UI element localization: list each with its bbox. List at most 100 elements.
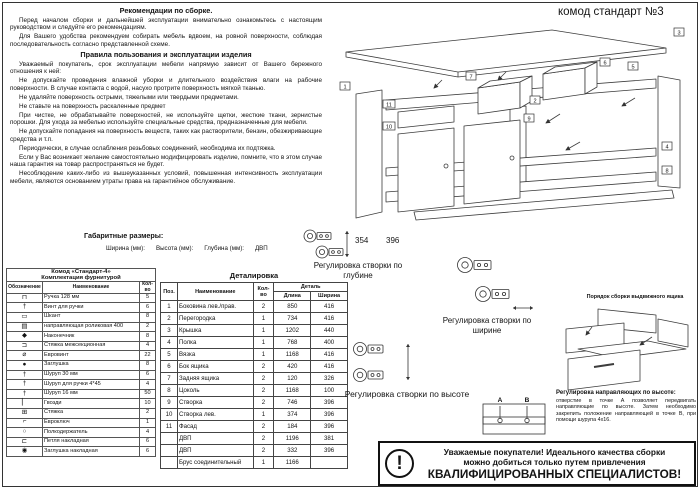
depth-adjust-title: Регулировка створки по глубине xyxy=(313,261,403,281)
part-name: Брус соединительный xyxy=(176,456,254,469)
instructions-block: Рекомендации по сборке. Перед началом сб… xyxy=(10,5,322,187)
hardware-item-icon: † xyxy=(6,388,43,400)
part-qty: 2 xyxy=(252,384,275,397)
part-qty: 1 xyxy=(252,324,275,337)
parts-row: ДВП 2 332 396 xyxy=(160,444,348,457)
hinge-depth-diagram xyxy=(303,229,349,259)
hardware-row: † Шуруп 30 мм 6 xyxy=(6,369,156,381)
hardware-item-icon: ▭ xyxy=(6,312,43,323)
rule-paragraph: Не ставьте на поверхность раскаленные пр… xyxy=(19,102,166,110)
parts-row: 2 Перегородка 1 734 416 xyxy=(160,312,348,325)
part-name: Полка xyxy=(176,336,254,349)
part-width: 396 xyxy=(310,420,348,433)
recommendations-paragraphs: Перед началом сборки и дальнейшей эксплу… xyxy=(10,17,322,48)
parts-row: 5 Вязка 1 1168 416 xyxy=(160,348,348,361)
hardware-item-icon: ◉ xyxy=(6,446,43,457)
part-name: Крышка xyxy=(176,324,254,337)
warning-line-2: можно добиться только путем привлечения xyxy=(463,456,646,467)
recommendation-paragraph: Перед началом сборки и дальнейшей эксплу… xyxy=(10,17,322,32)
part-length: 746 xyxy=(273,396,312,409)
part-length: 1196 xyxy=(273,432,312,445)
part-pos: 8 xyxy=(160,384,178,397)
hardware-row: ● Заглушка 8 xyxy=(6,360,156,371)
hardware-title-1: Комод «Стандарт-4» xyxy=(51,269,111,275)
part-length: 1168 xyxy=(273,348,312,361)
hardware-item-icon: ▤ xyxy=(6,321,43,333)
hardware-item-qty: 2 xyxy=(139,408,156,419)
hardware-row: † Винт для ручки 6 xyxy=(6,302,156,314)
part-width: 326 xyxy=(310,372,348,385)
callout-label: 9 xyxy=(527,116,530,122)
dimension-label: ДВП xyxy=(254,245,268,252)
parts-row: 11 Фасад 2 184 396 xyxy=(160,420,348,433)
part-pos: 3 xyxy=(160,324,178,337)
rails-adjust-title: Регулировка направляющих по высоте: xyxy=(556,390,676,396)
part-length: 332 xyxy=(273,444,312,457)
part-qty: 2 xyxy=(252,420,275,433)
hardware-item-name: Евровинт xyxy=(42,350,140,362)
part-name: ДВП xyxy=(176,444,254,457)
part-qty: 2 xyxy=(252,444,275,457)
hardware-item-qty: 4 xyxy=(139,340,156,352)
part-width: 416 xyxy=(310,360,348,373)
callout-label: 8 xyxy=(665,168,668,174)
part-length: 1202 xyxy=(273,324,312,337)
part-name: Боковина лев./прав. xyxy=(176,300,254,313)
rule-paragraph: Несоблюдение каких-либо из вышеуказанных… xyxy=(10,170,322,185)
parts-row: 3 Крышка 1 1202 440 xyxy=(160,324,348,337)
rule-paragraph: Не допускайте попадания на поверхность в… xyxy=(10,128,322,143)
hardware-item-qty: 6 xyxy=(139,446,156,457)
part-length: 184 xyxy=(273,420,312,433)
hardware-item-qty: 6 xyxy=(139,302,156,314)
fascia-shape xyxy=(397,105,455,129)
parts-row: 6 Бок ящика 2 420 416 xyxy=(160,360,348,373)
hardware-item-icon: † xyxy=(6,369,43,381)
part-length: 1168 xyxy=(273,384,312,397)
dimension-labels: Ширина (мм):Высота (мм):Глубина (мм):ДВП xyxy=(106,245,268,252)
hardware-item-icon: ◆ xyxy=(6,331,43,342)
part-width xyxy=(310,456,348,469)
parts-row: 7 Задняя ящика 2 120 326 xyxy=(160,372,348,385)
part-name: Створка xyxy=(176,396,254,409)
rails-adjust-text: отверстие в точке А позволяет передвигат… xyxy=(556,398,696,424)
rule-paragraph: При чистке, не обрабатывайте поверхносте… xyxy=(10,111,322,127)
hardware-item-name: Винт для ручки xyxy=(42,302,140,314)
hardware-row: ▭ Шкант 8 xyxy=(6,312,156,323)
width-adjust-title: Регулировка створки по ширине xyxy=(442,316,532,336)
door-left-shape xyxy=(397,127,455,213)
part-pos xyxy=(160,456,178,469)
recommendation-paragraph: Для Вашего удобства рекомендуем собирать… xyxy=(10,33,322,48)
hardware-item-qty: 1 xyxy=(139,417,156,429)
part-pos: 5 xyxy=(160,348,178,361)
hardware-col-name: Наименование xyxy=(42,281,140,294)
right-side-shape xyxy=(657,75,681,189)
rules-title: Правила пользования и эксплуатации издел… xyxy=(80,49,252,59)
part-qty: 1 xyxy=(252,336,275,349)
rule-paragraph: Если у Вас возникает желание самостоятел… xyxy=(10,153,322,169)
hinge-dimension-354: 354 xyxy=(355,236,369,245)
parts-row: 4 Полка 1 768 400 xyxy=(160,336,348,349)
hardware-row: ○ Полкодержатель 4 xyxy=(6,427,156,438)
connecting-bar-shape xyxy=(413,189,675,221)
parts-col-name: Наименование xyxy=(176,282,254,301)
hardware-item-qty: 2 xyxy=(139,321,156,333)
hardware-row: ⌐ Евроключ 1 xyxy=(6,417,156,429)
part-pos: 4 xyxy=(160,336,178,349)
hardware-item-name: Заглушка накладная xyxy=(42,446,140,457)
exclamation-icon: ! xyxy=(385,449,414,478)
parts-col-length: Длина xyxy=(273,291,312,301)
callout-label: 11 xyxy=(386,102,392,108)
dimension-label: Ширина (мм): xyxy=(106,245,145,252)
parts-row: 9 Створка 2 746 396 xyxy=(160,396,348,409)
hardware-item-qty: 4 xyxy=(139,379,156,390)
hardware-row: ⌀ Евровинт 22 xyxy=(6,350,156,362)
hardware-item-icon: ⌀ xyxy=(6,350,43,362)
callout-label: 1 xyxy=(343,84,346,90)
part-qty: 2 xyxy=(252,372,275,385)
hardware-item-icon: ⊞ xyxy=(6,408,43,419)
hardware-item-name: Гвозди xyxy=(42,398,140,409)
part-pos xyxy=(160,444,178,457)
hardware-item-name: Евроключ xyxy=(42,417,140,429)
parts-col-pos: Поз. xyxy=(160,282,178,301)
